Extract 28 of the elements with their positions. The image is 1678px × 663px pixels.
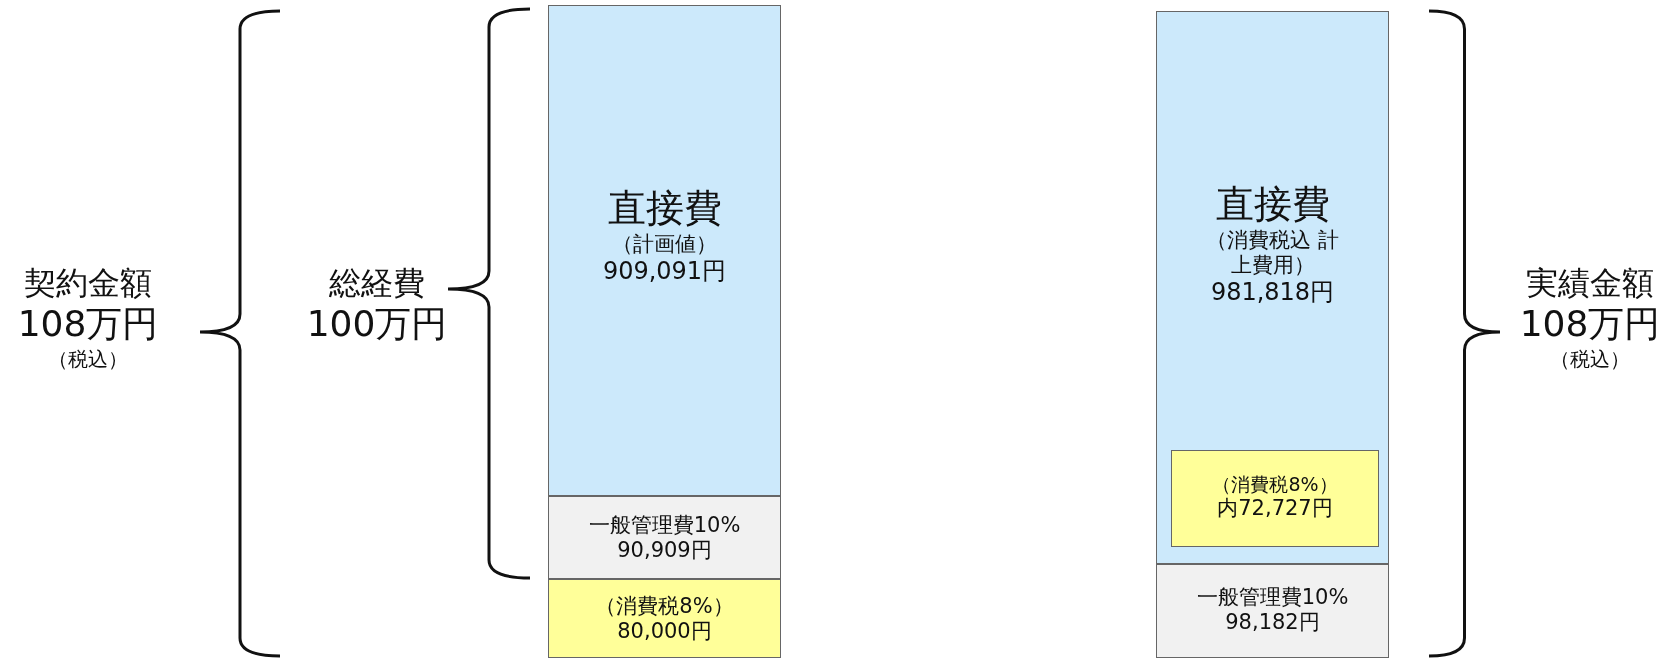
segment-text: （消費税8%） (595, 594, 734, 620)
amount-label: 108万円 (16, 302, 160, 346)
segment-text: （計画値） (612, 231, 717, 257)
bar-segment (548, 5, 781, 496)
segment-text: 一般管理費10% (1196, 585, 1349, 611)
bar-segment (548, 496, 781, 579)
amount-label: 108万円 (1518, 302, 1662, 346)
segment-text: 909,091円 (602, 256, 727, 286)
label-text: （税込） (1549, 346, 1631, 373)
segment-text: 内72,727円 (1217, 495, 1333, 521)
segment-title: 直接費 (607, 186, 722, 232)
segment-text: 90,909円 (617, 538, 712, 564)
amount-label: 実績金額 (1525, 263, 1655, 304)
amount-label: 契約金額 (23, 263, 153, 304)
segment-text: 80,000円 (617, 619, 712, 645)
bar-segment (1171, 450, 1379, 547)
amount-label: 総経費 (328, 263, 426, 304)
bar-segment (1156, 564, 1389, 658)
bar-segment (548, 579, 781, 658)
label-text: （税込） (47, 346, 129, 373)
bar-segment (1156, 11, 1389, 564)
segment-text: 一般管理費10% (588, 513, 741, 539)
segment-text: （消費税込 計上費用） (1205, 227, 1340, 278)
segment-text: 98,182円 (1225, 610, 1320, 636)
segment-title: 直接費 (1215, 182, 1330, 228)
segment-text: （消費税8%） (1212, 473, 1338, 496)
amount-label: 100万円 (305, 302, 449, 346)
segment-text: 981,818円 (1210, 277, 1335, 307)
